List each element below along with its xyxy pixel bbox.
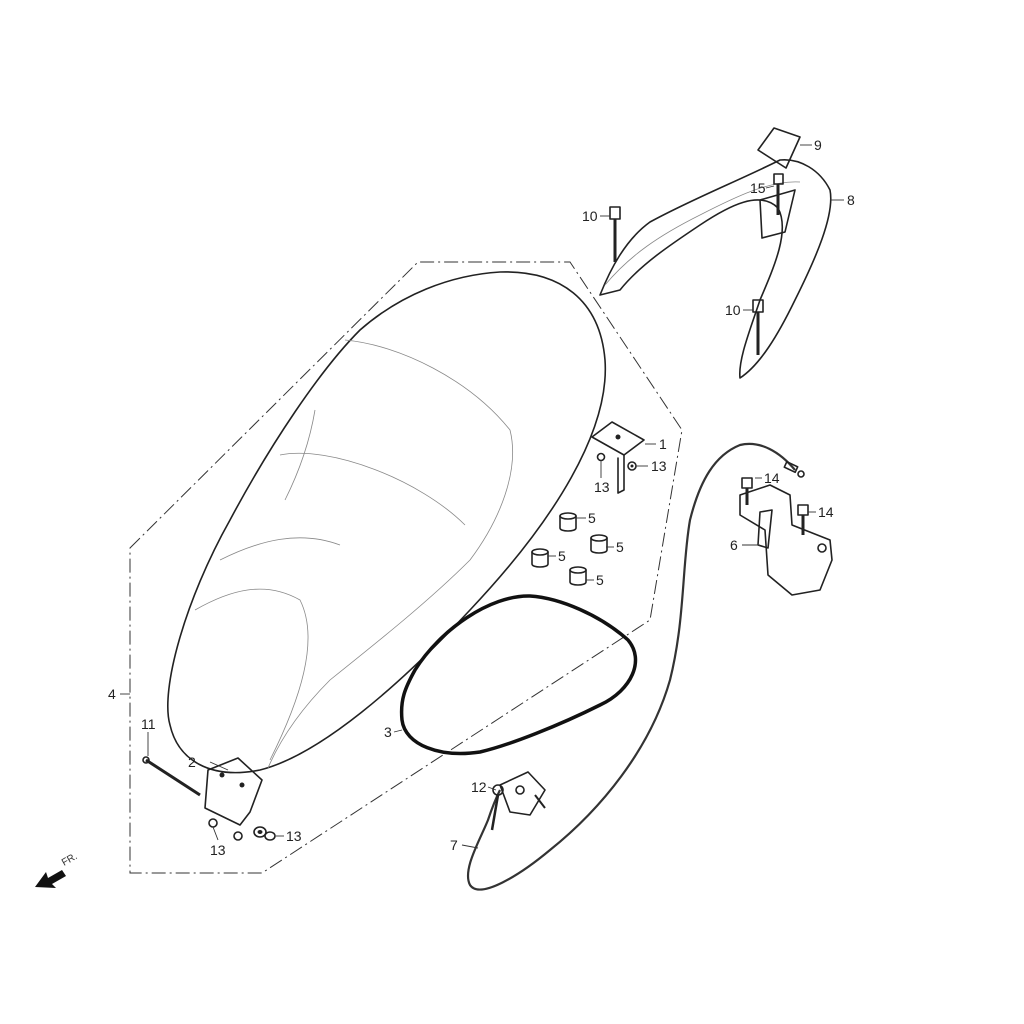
seat-seal bbox=[399, 594, 638, 756]
callout-3: 3 bbox=[384, 724, 392, 740]
callout-13c: 13 bbox=[210, 842, 226, 858]
cable-end-upper bbox=[783, 460, 805, 478]
callout-12: 12 bbox=[471, 779, 487, 795]
front-direction-label: FR. bbox=[60, 851, 79, 869]
seat-lock-cable bbox=[467, 442, 796, 891]
rear-bracket bbox=[204, 757, 263, 826]
callout-14a: 14 bbox=[764, 470, 780, 486]
callout-11: 11 bbox=[141, 716, 156, 732]
rubber-buffers bbox=[531, 512, 608, 586]
callout-5a: 5 bbox=[588, 510, 596, 526]
bolt-15 bbox=[773, 173, 784, 215]
bolt-10-upper bbox=[609, 206, 621, 262]
callout-7: 7 bbox=[450, 837, 458, 853]
callout-13b: 13 bbox=[651, 458, 667, 474]
callout-1: 1 bbox=[659, 436, 667, 452]
nut-13-right bbox=[596, 452, 637, 471]
callout-4: 4 bbox=[108, 686, 116, 702]
seat-assembly-boundary bbox=[129, 261, 683, 874]
front-bracket bbox=[591, 421, 645, 494]
callout-6: 6 bbox=[730, 537, 738, 553]
nut-13-lower bbox=[208, 818, 276, 841]
callout-5b: 5 bbox=[616, 539, 624, 555]
front-direction-arrow-icon bbox=[35, 870, 66, 888]
callout-5d: 5 bbox=[596, 572, 604, 588]
callout-13a: 13 bbox=[594, 479, 610, 495]
callout-8: 8 bbox=[847, 192, 855, 208]
callout-10a: 10 bbox=[582, 208, 598, 224]
callout-5c: 5 bbox=[558, 548, 566, 564]
cable-bracket bbox=[490, 771, 546, 831]
callout-2: 2 bbox=[188, 754, 196, 770]
rear-grab-rail bbox=[599, 127, 832, 379]
callout-10b: 10 bbox=[725, 302, 741, 318]
pin-11 bbox=[142, 756, 201, 797]
callout-14b: 14 bbox=[818, 504, 834, 520]
seat bbox=[167, 271, 607, 774]
seat-lock bbox=[739, 477, 833, 596]
callout-9: 9 bbox=[814, 137, 822, 153]
leader-lines bbox=[120, 144, 844, 849]
callout-15: 15 bbox=[750, 180, 766, 196]
bolt-10-lower bbox=[752, 299, 764, 355]
callout-13d: 13 bbox=[286, 828, 302, 844]
